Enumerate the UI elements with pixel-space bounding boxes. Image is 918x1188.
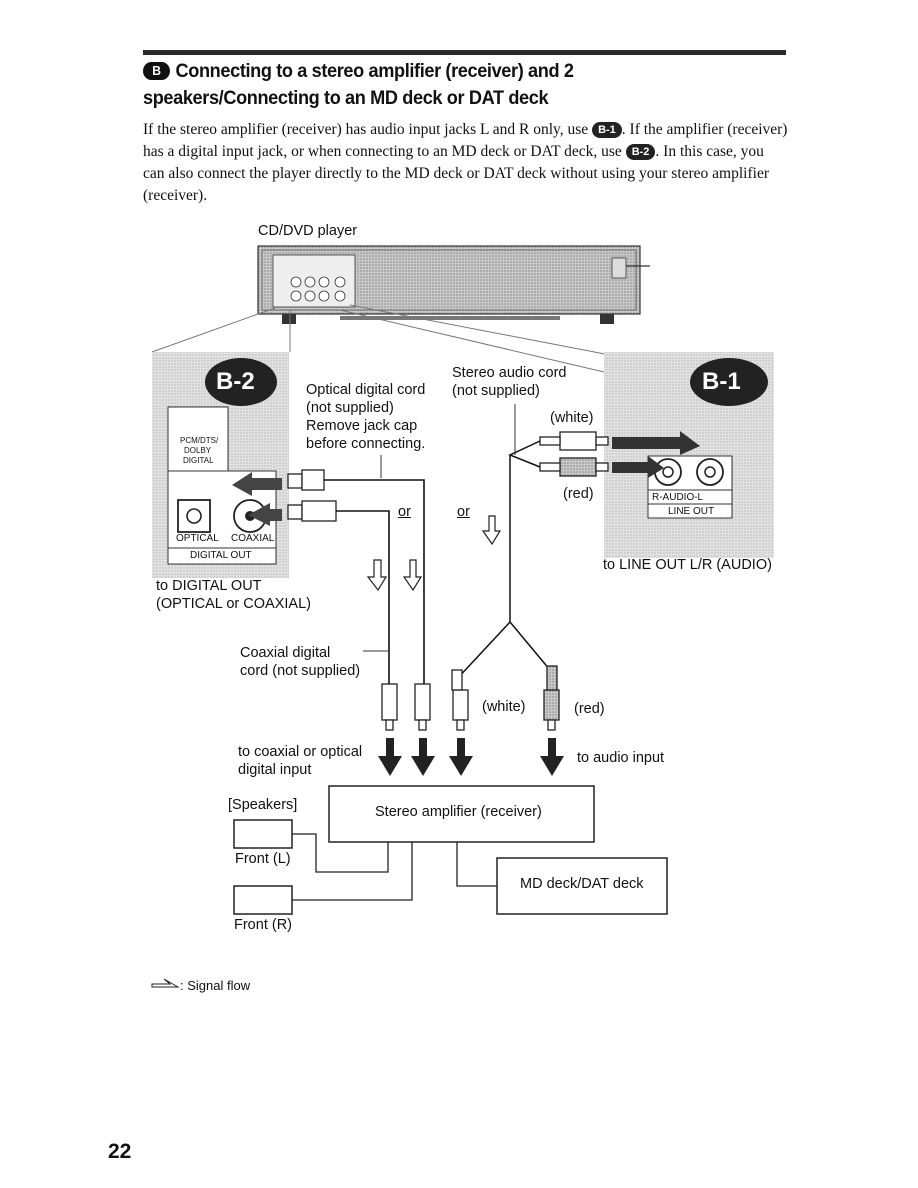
stereo-cord-label-2: (not supplied) xyxy=(452,383,540,399)
or-label-1: or xyxy=(398,504,411,520)
section-badge: B xyxy=(143,62,170,80)
b2-badge: B-2 xyxy=(216,368,255,395)
r-audio-l-label: R-AUDIO-L xyxy=(652,492,704,503)
section-rule xyxy=(143,50,786,55)
intro-text-1: If the stereo amplifier (receiver) has a… xyxy=(143,121,589,138)
md-deck-label: MD deck/DAT deck xyxy=(520,876,644,892)
speaker-wires xyxy=(292,833,497,901)
digital-plugs xyxy=(287,469,337,522)
b1-badge-bg xyxy=(690,358,768,406)
optical-cord-label-4: before connecting. xyxy=(306,436,426,452)
stereo-cord xyxy=(455,404,609,681)
to-audio-input-label: to audio input xyxy=(577,750,665,766)
speaker-front-r xyxy=(233,885,293,915)
optical-cord-label-1: Optical digital cord xyxy=(306,382,426,398)
white-label-top: (white) xyxy=(550,410,594,426)
b2-badge-bg xyxy=(205,358,277,406)
to-digital-out-1: to DIGITAL OUT xyxy=(156,578,262,594)
lower-plugs xyxy=(381,665,560,731)
dvd-player xyxy=(257,245,650,324)
optical-cord-label-2: (not supplied) xyxy=(306,400,394,416)
front-l-label: Front (L) xyxy=(235,851,291,867)
intro-paragraph: If the stereo amplifier (receiver) has a… xyxy=(143,119,788,207)
optical-jack-label: OPTICAL xyxy=(176,533,219,544)
intro-text-2: . If the amplifier (receiver) has a digi… xyxy=(143,121,788,160)
to-coax-optical-2: digital input xyxy=(238,762,312,778)
speakers-label: [Speakers] xyxy=(228,797,298,813)
coax-cord-label-1: Coaxial digital xyxy=(240,645,331,661)
solid-arrows xyxy=(378,738,564,776)
red-label-top: (red) xyxy=(563,486,594,502)
to-line-out-label: to LINE OUT L/R (AUDIO) xyxy=(603,557,772,573)
intro-text-3: . In this case, you can also connect the… xyxy=(143,143,769,204)
coax-cord-label-2: cord (not supplied) xyxy=(240,663,361,679)
zoom-lines xyxy=(151,304,611,373)
amplifier-label: Stereo amplifier (receiver) xyxy=(375,804,542,820)
coaxial-jack-label: COAXIAL xyxy=(231,533,275,544)
flow-arrows xyxy=(366,515,502,592)
signal-arrows xyxy=(232,431,700,526)
stereo-cord-label-1: Stereo audio cord xyxy=(452,365,567,381)
to-digital-out-2: (OPTICAL or COAXIAL) xyxy=(156,596,311,612)
line-out-label: LINE OUT xyxy=(668,506,715,517)
speaker-front-l xyxy=(233,819,293,849)
optical-cord-label-3: Remove jack cap xyxy=(306,418,418,434)
amplifier-box xyxy=(328,785,595,843)
signal-flow-legend-icon xyxy=(151,978,180,988)
pcm-label-3: DIGITAL xyxy=(183,456,214,465)
digital-cords xyxy=(324,479,425,684)
b1-badge: B-1 xyxy=(702,368,741,395)
badge-b2-inline: B-2 xyxy=(625,144,656,160)
digital-out-label: DIGITAL OUT xyxy=(190,550,252,561)
front-r-label: Front (R) xyxy=(234,917,292,933)
pcm-label-1: PCM/DTS/ xyxy=(180,436,219,445)
to-coax-optical-1: to coaxial or optical xyxy=(238,744,363,760)
page-number: 22 xyxy=(108,1140,132,1163)
pcm-label-2: DOLBY xyxy=(184,446,212,455)
badge-b1-inline: B-1 xyxy=(592,122,622,138)
red-label-bottom: (red) xyxy=(574,701,605,717)
signal-flow-legend: : Signal flow xyxy=(180,978,251,993)
or-label-2: or xyxy=(457,504,470,520)
white-label-bottom: (white) xyxy=(482,699,526,715)
section-title: Connecting to a stereo amplifier (receiv… xyxy=(143,60,574,109)
md-deck-box xyxy=(496,857,668,915)
player-label: CD/DVD player xyxy=(258,223,358,239)
